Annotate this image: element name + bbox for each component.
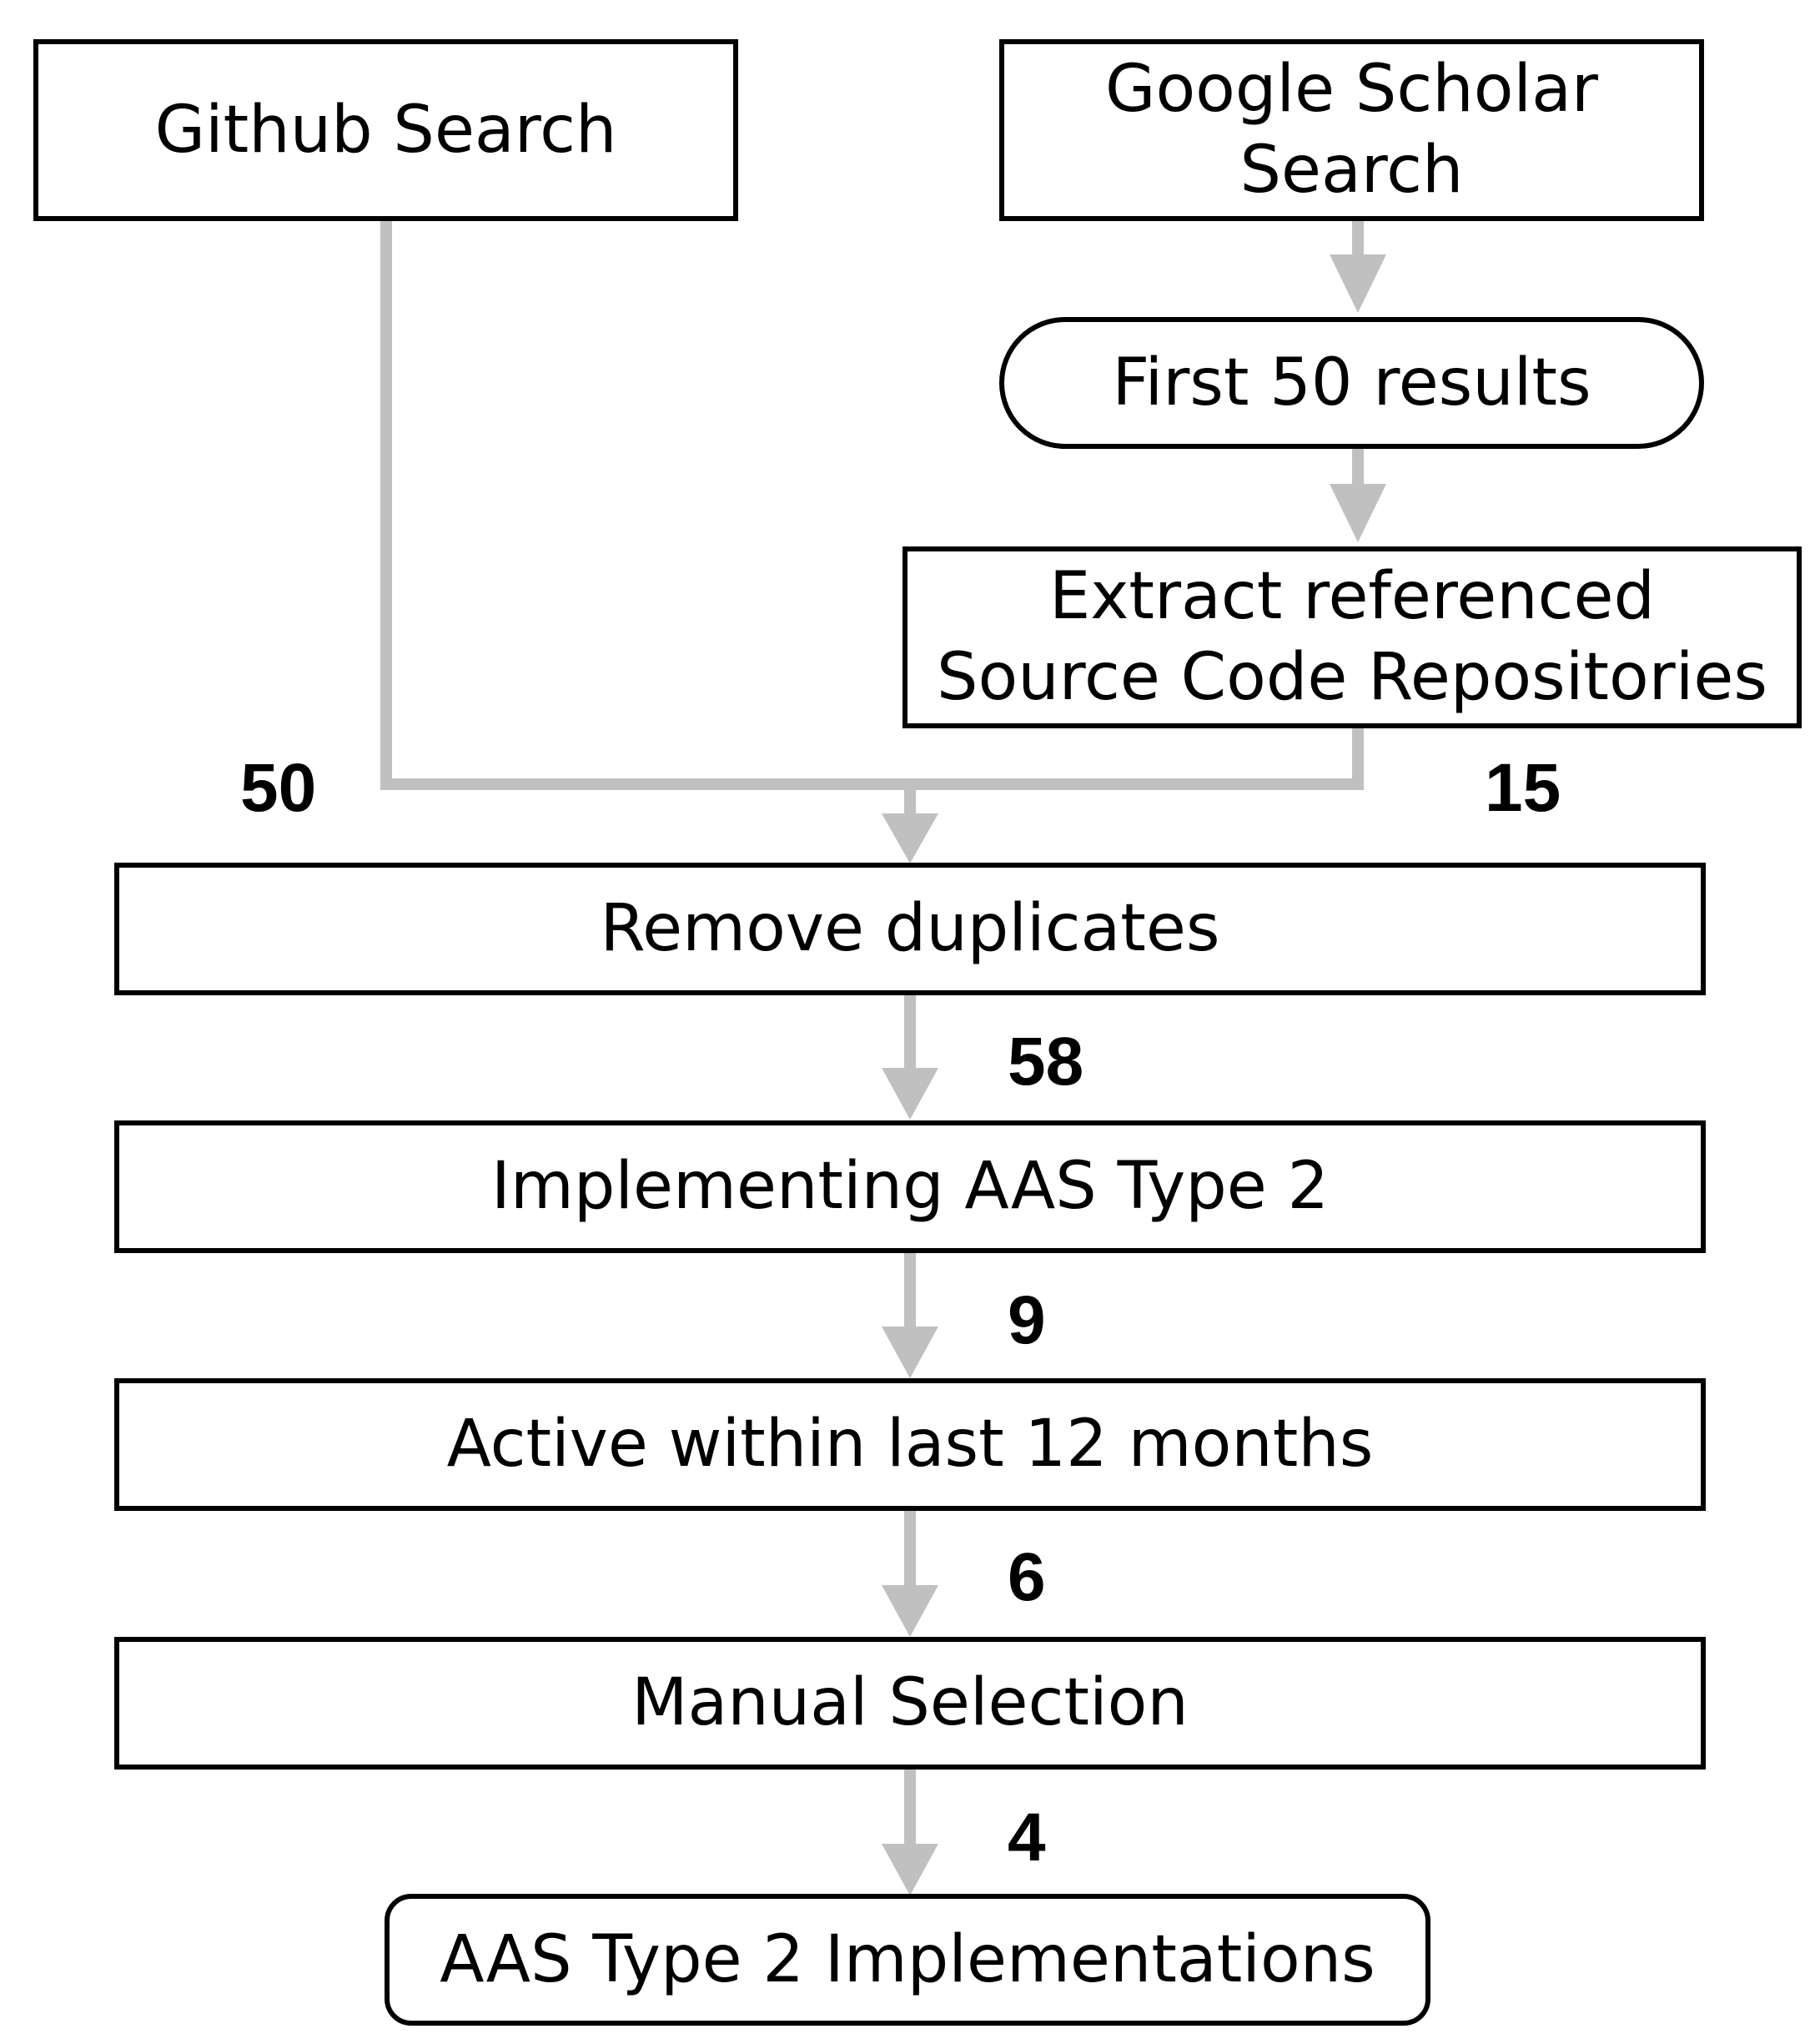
remove-duplicates-box: Remove duplicates — [114, 863, 1706, 995]
extract-repositories-box: Extract referenced Source Code Repositor… — [902, 546, 1802, 728]
final-implementations-box: AAS Type 2 Implementations — [385, 1894, 1430, 2026]
github-search-box: Github Search — [33, 39, 738, 221]
active-box: Active within last 12 months — [114, 1378, 1706, 1511]
extract-label-line2: Source Code Repositories — [936, 640, 1768, 715]
arrowhead-final — [882, 1844, 938, 1895]
active-count: 6 — [1008, 1539, 1046, 1615]
arrowhead-merge — [882, 813, 938, 863]
scholar-count: 15 — [1485, 750, 1561, 826]
first-results-label: First 50 results — [1112, 345, 1591, 420]
arrowhead-implementing — [882, 1068, 938, 1120]
arrowhead-manual — [882, 1585, 938, 1637]
implementing-label: Implementing AAS Type 2 — [490, 1149, 1330, 1225]
arrowhead-active — [882, 1327, 938, 1378]
active-label: Active within last 12 months — [446, 1407, 1374, 1483]
arrowhead-results — [1330, 484, 1386, 542]
final-implementations-label: AAS Type 2 Implementations — [440, 1921, 1375, 1997]
scholar-search-label-line1: Google Scholar — [1105, 52, 1598, 128]
manual-selection-box: Manual Selection — [114, 1637, 1706, 1770]
duplicates-count: 58 — [1008, 1024, 1084, 1100]
remove-duplicates-label: Remove duplicates — [600, 891, 1220, 967]
github-search-label: Github Search — [154, 92, 617, 168]
implementing-box: Implementing AAS Type 2 — [114, 1120, 1706, 1253]
manual-count: 4 — [1008, 1800, 1046, 1875]
github-connector — [380, 219, 910, 790]
manual-selection-label: Manual Selection — [631, 1665, 1189, 1741]
scholar-search-label-line2: Search — [1239, 133, 1464, 208]
github-count: 50 — [240, 750, 317, 826]
first-results-terminal: First 50 results — [999, 317, 1704, 449]
implementing-count: 9 — [1008, 1282, 1046, 1358]
scholar-search-box: Google Scholar Search — [999, 39, 1704, 221]
extract-label-line1: Extract referenced — [1048, 559, 1656, 635]
arrowhead-scholar — [1330, 254, 1386, 313]
scholar-connector — [910, 726, 1364, 790]
